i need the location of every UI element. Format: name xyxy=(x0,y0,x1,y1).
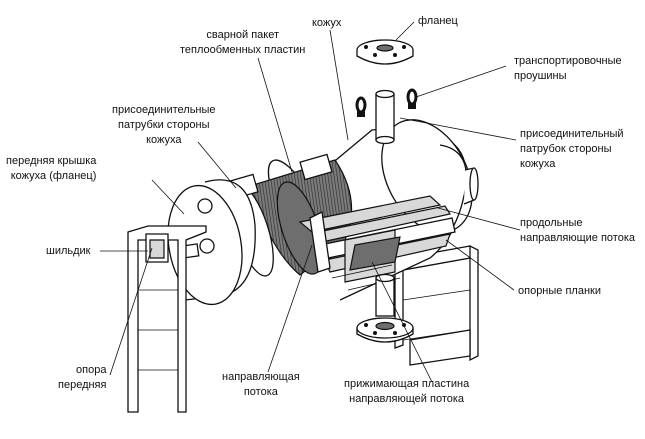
shell-side-nozzle xyxy=(463,167,479,205)
nameplate xyxy=(149,239,165,259)
label-flange: фланец xyxy=(418,15,458,27)
flow-guide-plates xyxy=(298,195,456,291)
label-shell: кожух xyxy=(312,17,342,29)
front-cover xyxy=(167,179,256,306)
label-nameplate: шильдик xyxy=(46,245,91,257)
bottom-nozzle xyxy=(375,273,395,317)
top-flange xyxy=(356,39,414,65)
bottom-flange xyxy=(356,317,414,343)
leader-lines xyxy=(100,21,521,383)
label-support-strips: опорные планки xyxy=(518,285,601,297)
shell-top-nozzle xyxy=(375,89,395,145)
